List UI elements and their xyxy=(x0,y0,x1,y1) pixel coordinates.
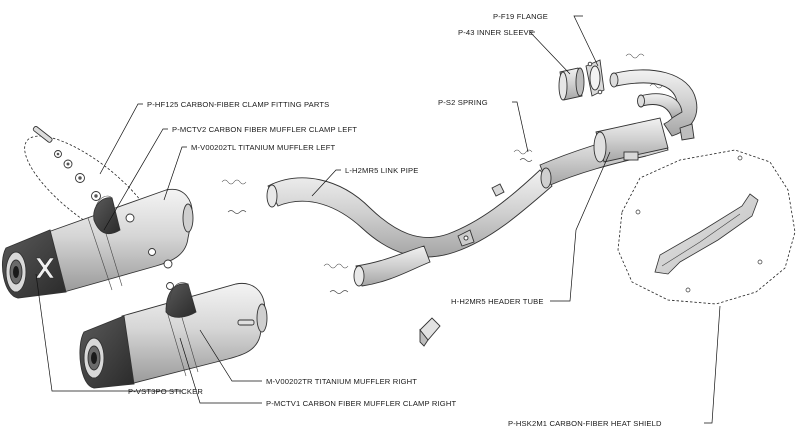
link-pipe xyxy=(266,167,553,287)
label-inner-sleeve: P-43 INNER SLEEVE xyxy=(458,28,534,37)
header-tube xyxy=(539,53,698,187)
muffler-right xyxy=(79,282,268,389)
inner-sleeve-part xyxy=(558,67,585,101)
part-labels: P-F19 FLANGE P-43 INNER SLEEVE P-S2 SPRI… xyxy=(128,12,662,428)
flange-part xyxy=(585,59,605,97)
heat-shield xyxy=(617,149,796,305)
muffler-left xyxy=(1,188,194,299)
label-flange: P-F19 FLANGE xyxy=(493,12,548,21)
label-sticker: P-VST3PO STICKER xyxy=(128,387,203,396)
label-muffler-left: M-V00202TL TITANIUM MUFFLER LEFT xyxy=(191,143,336,152)
label-heat-shield: P-HSK2M1 CARBON-FIBER HEAT SHIELD xyxy=(508,419,662,428)
label-clamp-right: P-MCTV1 CARBON FIBER MUFFLER CLAMP RIGHT xyxy=(266,399,456,408)
leader-lines xyxy=(35,15,721,424)
label-clamp-fitting-parts: P-HF125 CARBON-FIBER CLAMP FITTING PARTS xyxy=(147,100,329,109)
springs xyxy=(221,149,533,294)
grease-tube xyxy=(419,317,441,347)
label-header-tube: H-H2MR5 HEADER TUBE xyxy=(451,297,544,306)
label-link-pipe: L-H2MR5 LINK PIPE xyxy=(345,166,418,175)
label-clamp-left: P-MCTV2 CARBON FIBER MUFFLER CLAMP LEFT xyxy=(172,125,357,134)
label-spring: P-S2 SPRING xyxy=(438,98,488,107)
label-muffler-right: M-V00202TR TITANIUM MUFFLER RIGHT xyxy=(266,377,417,386)
